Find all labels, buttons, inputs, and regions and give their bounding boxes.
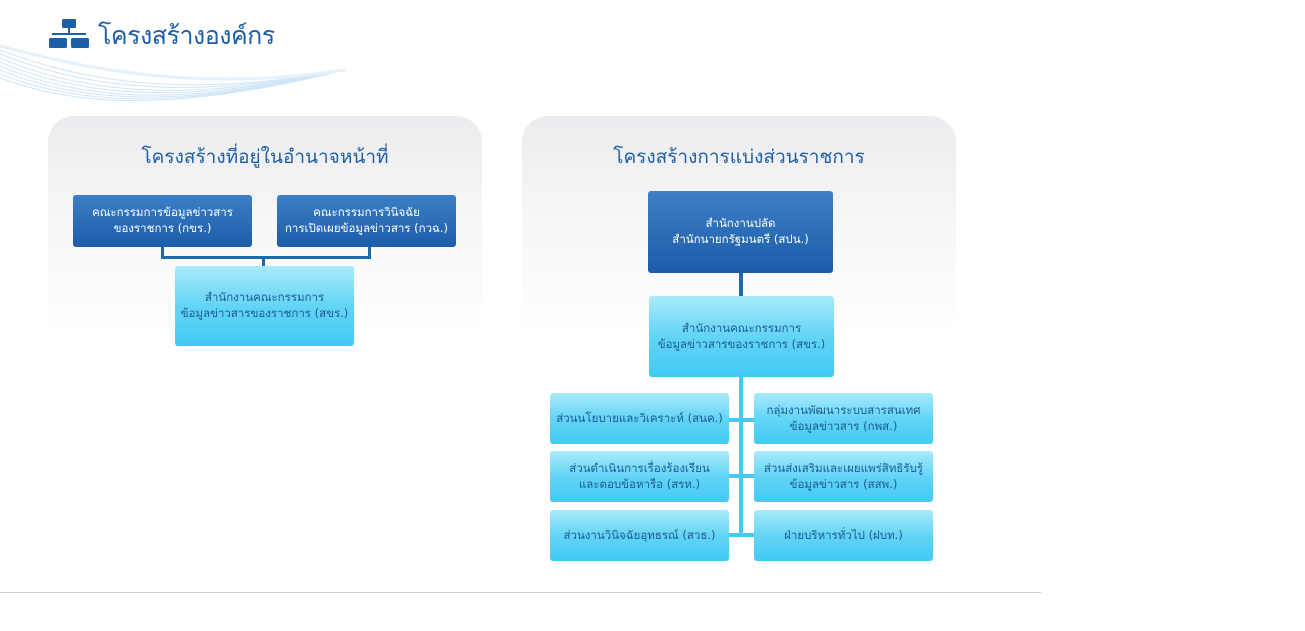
unit-complaints-box: ส่วนดำเนินการเรื่องร้องเรียน และตอบข้อหา…	[550, 451, 729, 502]
connector	[729, 418, 754, 422]
connector	[161, 246, 164, 258]
connector	[729, 533, 754, 537]
org-chart-icon	[49, 19, 89, 48]
unit-admin-box: ฝ่ายบริหารทั่วไป (ฝบท.)	[754, 510, 933, 561]
connector	[739, 376, 743, 536]
committee-gkhr-box: คณะกรรมการข้อมูลข่าวสาร ของราชการ (กขร.)	[73, 195, 252, 247]
bottom-divider	[0, 592, 1041, 593]
committee-gwch-box: คณะกรรมการวินิจฉัย การเปิดเผยข้อมูลข่าวส…	[277, 195, 456, 247]
unit-policy-box: ส่วนนโยบายและวิเคราะห์ (สนค.)	[550, 393, 729, 444]
connector	[729, 474, 754, 478]
connector	[739, 272, 743, 296]
connector	[161, 256, 371, 259]
authority-structure-title: โครงสร้างที่อยู่ในอำนาจหน้าที่	[141, 146, 389, 168]
decorative-wave	[0, 44, 346, 102]
unit-promotion-box: ส่วนส่งเสริมและเผยแพร่สิทธิรับรู้ ข้อมูล…	[754, 451, 933, 502]
page-title: โครงสร้างองค์กร	[98, 21, 275, 50]
division-structure-title: โครงสร้างการแบ่งส่วนราชการ	[613, 146, 865, 168]
unit-appeals-box: ส่วนงานวินิจฉัยอุทธรณ์ (สวธ.)	[550, 510, 729, 561]
connector	[368, 246, 371, 258]
unit-it-box: กลุ่มงานพัฒนาระบบสารสนเทศ ข้อมูลข่าวสาร …	[754, 393, 933, 444]
opm-top-box: สำนักงานปลัด สำนักนายกรัฐมนตรี (สปน.)	[648, 191, 833, 273]
office-skhr-box: สำนักงานคณะกรรมการ ข้อมูลข่าวสารของราชกา…	[649, 296, 834, 377]
connector	[262, 256, 265, 268]
office-skhr-box: สำนักงานคณะกรรมการ ข้อมูลข่าวสารของราชกา…	[175, 266, 354, 346]
